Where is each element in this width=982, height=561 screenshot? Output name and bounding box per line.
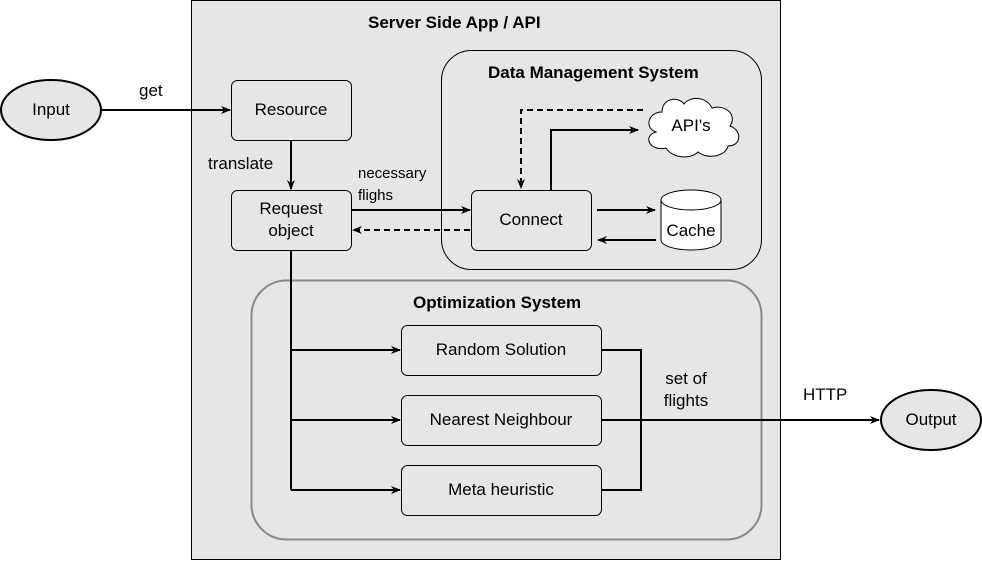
server-title: Server Side App / API — [368, 13, 541, 32]
edge-label-set-line2: flights — [663, 391, 709, 410]
edge-label-necessary-line1: necessary — [358, 165, 427, 182]
random-solution-box — [401, 325, 602, 376]
random-solution-label: Random Solution — [435, 340, 567, 359]
request-object-box — [231, 190, 352, 251]
output-label: Output — [905, 410, 957, 429]
resource-label: Resource — [254, 100, 328, 119]
apis-cloud — [648, 98, 740, 158]
meta-heuristic-box — [401, 465, 602, 516]
edge-label-necessary-line2: flighs — [358, 187, 394, 204]
connect-label: Connect — [499, 210, 563, 229]
apis-label: API's — [671, 116, 711, 135]
request-label-line1: Request — [259, 199, 323, 218]
edge-random-merge — [602, 349, 642, 420]
input-label: Input — [32, 100, 70, 119]
nearest-neighbour-label: Nearest Neighbour — [429, 410, 573, 429]
meta-heuristic-label: Meta heuristic — [448, 480, 554, 499]
request-label-line2: object — [268, 221, 314, 240]
edge-label-set-line1: set of — [665, 369, 707, 388]
cache-label: Cache — [666, 221, 716, 240]
cache-cylinder — [660, 189, 722, 251]
edge-connect-apis — [550, 126, 639, 190]
optimization-title: Optimization System — [413, 293, 582, 312]
edge-meta-merge — [602, 420, 642, 491]
data-management-title: Data Management System — [488, 63, 699, 82]
nearest-neighbour-box — [401, 395, 602, 446]
edge-label-http: HTTP — [803, 385, 848, 404]
resource-box — [231, 80, 352, 141]
output-node — [880, 389, 982, 451]
edge-apis-connect-dashed — [517, 109, 643, 189]
connect-box — [471, 190, 592, 251]
edge-label-get: get — [139, 81, 163, 100]
edge-label-translate: translate — [208, 154, 274, 173]
